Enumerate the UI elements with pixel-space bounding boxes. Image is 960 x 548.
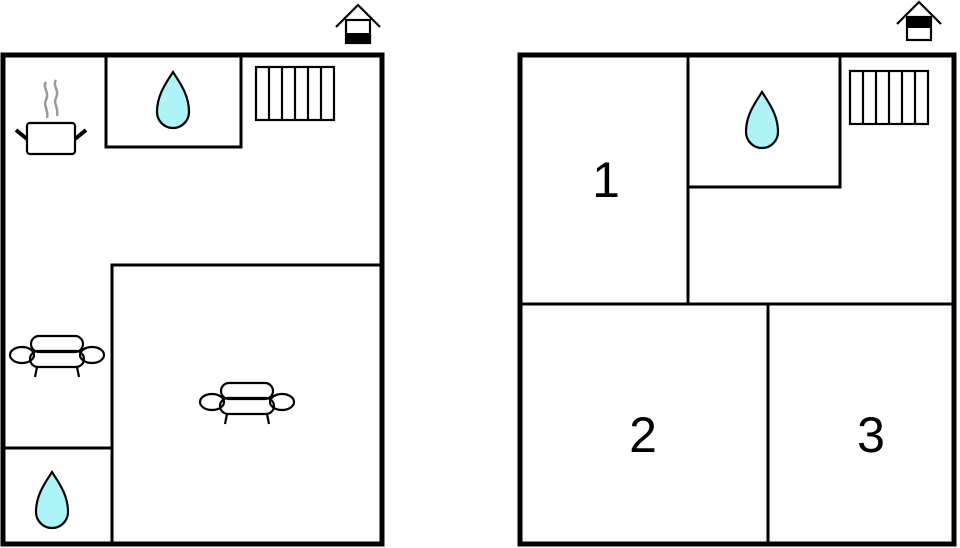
upper-floor: 1 2 3: [517, 0, 957, 547]
bathroom-drop-icon: [34, 470, 70, 530]
ground-floor: [0, 3, 385, 547]
bathroom-drop-icon: [744, 90, 780, 150]
sofa-icon: [8, 334, 106, 379]
house-lower-floor-icon: [335, 3, 381, 45]
living-room-wall: [110, 263, 380, 546]
radiator-icon: [848, 69, 930, 126]
kitchen-pot-icon: [14, 79, 88, 156]
house-upper-floor-icon: [896, 0, 942, 42]
outer-wall: [0, 52, 385, 547]
room-label-2: 2: [629, 407, 657, 463]
room-label-1: 1: [592, 152, 620, 208]
bathroom-wall: [688, 56, 842, 189]
room-label-3: 3: [857, 407, 885, 463]
bathroom-drop-icon: [155, 70, 191, 130]
radiator-icon: [254, 65, 336, 122]
outer-wall: [517, 52, 957, 547]
sofa-icon: [198, 381, 296, 426]
bathroom-wall: [104, 54, 243, 149]
